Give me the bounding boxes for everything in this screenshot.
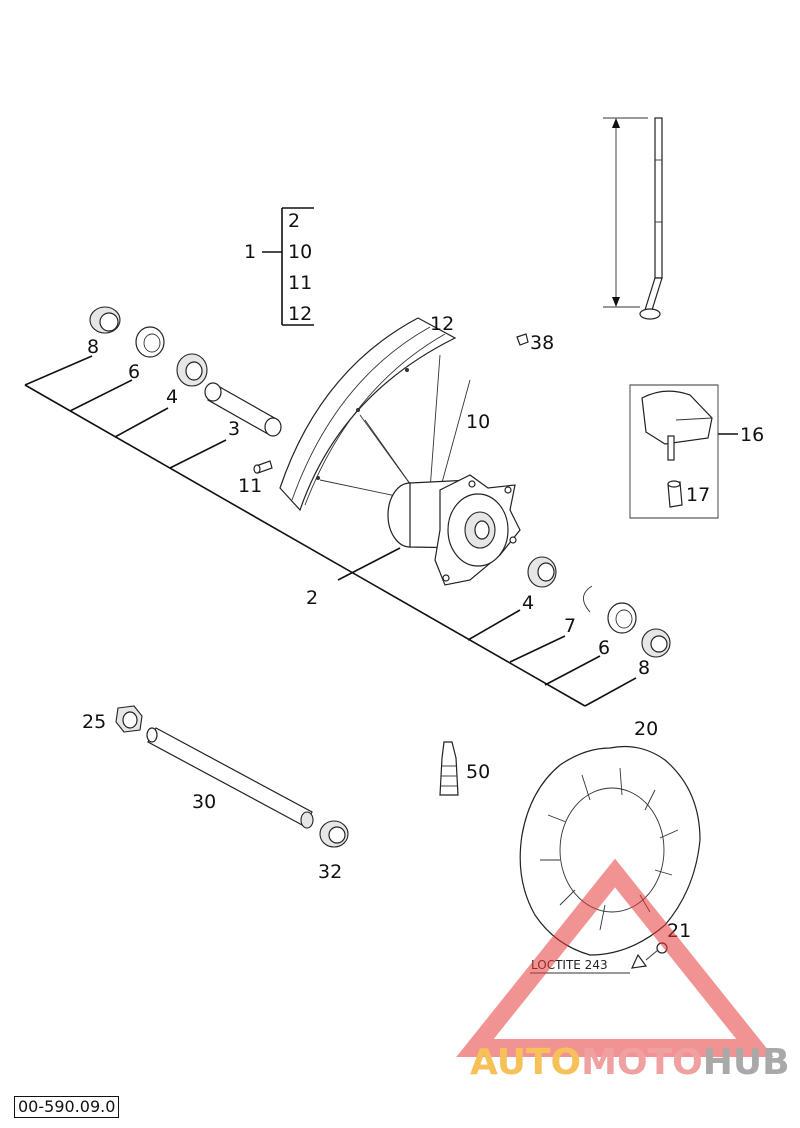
callout-label: 25 (82, 711, 106, 733)
callout-label: 4 (166, 386, 178, 408)
disc-bolt-21 (530, 942, 668, 974)
axle-nut-25 (115, 705, 143, 733)
axle-nut-32 (319, 820, 349, 848)
callout-label: 8 (87, 336, 99, 358)
group-member-label: 12 (288, 303, 312, 325)
group-parent-label: 1 (244, 241, 256, 263)
leader-lines-left (24, 355, 586, 707)
callout-label: 7 (564, 615, 576, 637)
spoke-part (603, 117, 663, 320)
callout-label: 32 (318, 861, 342, 883)
left-bearing-4 (176, 353, 208, 387)
callout-label: 10 (466, 411, 490, 433)
callout-label: 16 (740, 424, 764, 446)
leader-lines-right (337, 547, 637, 707)
callout-label: 50 (466, 761, 490, 783)
right-bearing-4 (527, 556, 557, 588)
watermark-triangle (456, 858, 774, 1057)
left-seal-8 (89, 306, 121, 334)
watermark-part3: HUB (702, 1042, 790, 1083)
group-member-label: 10 (288, 241, 312, 263)
callout-label: 30 (192, 791, 216, 813)
callout-label: 6 (128, 361, 140, 383)
callout-label: 6 (598, 637, 610, 659)
callout-label: 3 (228, 418, 240, 440)
spacer-tube-3 (204, 382, 282, 437)
left-seal-6 (135, 326, 165, 358)
watermark-logo: AUTOMOTOHUB (470, 1042, 790, 1083)
callout-label: 4 (522, 592, 534, 614)
callout-label: 20 (634, 718, 658, 740)
brake-disc-20 (519, 745, 701, 956)
callout-label: 38 (530, 332, 554, 354)
assembly-group-bracket: 1 2 10 11 12 (244, 207, 314, 326)
small-part-38 (516, 333, 529, 346)
valve-box (629, 384, 738, 519)
circlip-7 (583, 585, 593, 613)
axle-30 (146, 727, 314, 829)
callout-label: 8 (638, 657, 650, 679)
callout-label: 11 (238, 475, 262, 497)
loctite-bottle-50 (439, 741, 459, 796)
wheel-hub-2 (387, 474, 521, 586)
callout-label: 2 (306, 587, 318, 609)
right-seal-6 (607, 602, 637, 634)
callout-label: 12 (430, 313, 454, 335)
callout-label: 17 (686, 484, 710, 506)
spoke-nipple-11 (253, 460, 273, 474)
watermark-part2: MOTO (581, 1042, 703, 1083)
diagram-reference-number: 00-590.09.0 (14, 1096, 120, 1118)
right-seal-8 (641, 628, 671, 658)
group-member-label: 2 (288, 210, 300, 232)
watermark-part1: AUTO (470, 1042, 582, 1083)
wheel-rim-12 (279, 317, 457, 512)
group-member-label: 11 (288, 272, 312, 294)
